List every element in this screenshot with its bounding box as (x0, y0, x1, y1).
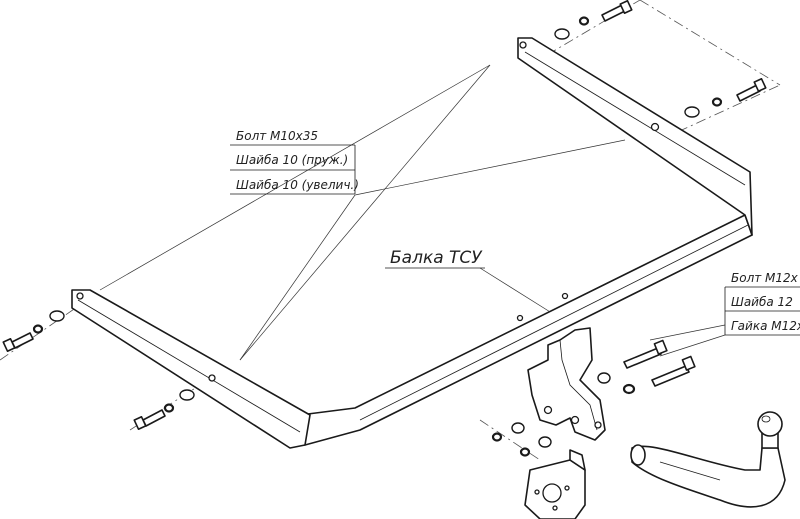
beam-left-arm (71, 289, 311, 449)
bracket-hole-2 (570, 415, 580, 425)
label-rules (230, 144, 800, 336)
bolt-head-top-2 (753, 77, 767, 93)
bracket-hole-3 (594, 421, 602, 429)
bolt-m12-head-1 (653, 339, 668, 355)
socket-plate-hole-3 (552, 505, 558, 511)
fasteners-m12 (597, 339, 696, 395)
tow-ball (757, 411, 783, 437)
beam-hole-1 (561, 292, 569, 300)
spring-washer-left-2 (163, 403, 175, 413)
fasteners-bottom (491, 422, 552, 457)
leader-line-1 (99, 64, 491, 291)
socket-plate-hole-2 (564, 485, 570, 491)
beam-edge-line (359, 224, 749, 421)
washer-top-1 (554, 28, 570, 40)
bolt-m10-left-1 (11, 332, 34, 349)
leader-line-4 (354, 139, 626, 196)
label-washer-12: Шайба 12 (731, 295, 793, 309)
bolt-head-left-2 (133, 415, 147, 431)
socket-plate-hole-1 (534, 489, 540, 495)
label-nut-m12: Гайка М12х (731, 319, 800, 333)
bolt-m12-leader-2 (659, 334, 726, 357)
nut-m12-1 (622, 383, 636, 395)
arm-hole-left-1 (76, 292, 84, 300)
spring-washer-top-1 (578, 16, 590, 26)
hook-end-cap (630, 444, 646, 466)
bracket-hole-1 (543, 405, 553, 415)
bolt-m12-head-2 (681, 355, 696, 371)
label-washer-10-spring: Шайба 10 (пруж.) (236, 153, 348, 167)
hitch-bracket (527, 327, 606, 441)
washer-left-2 (179, 389, 195, 401)
label-bolt-m12: Болт М12х (731, 271, 799, 285)
washer-top-2 (684, 106, 700, 118)
socket-plate (524, 449, 586, 519)
socket-plate-center-hole (542, 483, 562, 503)
tow-ball-highlight (761, 415, 771, 423)
label-washer-10-big: Шайба 10 (увелич.) (236, 178, 359, 192)
bolt-m12-2 (651, 365, 690, 387)
label-bolt-m10: Болт М10х35 (236, 129, 318, 143)
tow-ball-hook (630, 411, 786, 508)
washer-bottom-2 (538, 436, 552, 448)
bracket-plate (527, 327, 606, 441)
fasteners-left (2, 310, 195, 431)
beam-right-arm (517, 37, 753, 236)
arm-hole-right-2 (650, 122, 660, 132)
fasteners-top (554, 0, 767, 118)
bolt-head-left-1 (2, 337, 16, 353)
socket-plate-flange (569, 449, 586, 471)
axis-line-top-right (639, 0, 781, 86)
nut-bottom-1 (491, 432, 503, 442)
beam-main-body (299, 214, 753, 446)
bracket-edge-line (559, 339, 598, 431)
labels: Болт М10х35 Шайба 10 (пруж.) Шайба 10 (у… (236, 129, 800, 333)
arm-hole-right-1 (519, 41, 527, 49)
beam-right-arm-edge (524, 51, 746, 186)
bolt-m12-leader-1 (649, 324, 726, 341)
washer-bottom-1 (511, 422, 525, 434)
beam-leader-line (479, 267, 556, 316)
beam-left-arm-edge (77, 299, 301, 433)
washer-left-1 (49, 310, 65, 322)
hook-center-line (659, 461, 721, 481)
bolt-m10-left-2 (142, 409, 166, 427)
spring-washer-top-2 (711, 97, 723, 107)
nut-bottom-2 (519, 447, 531, 457)
leader-line-3 (239, 194, 356, 361)
bolt-head-top-1 (619, 0, 633, 15)
tow-beam (71, 37, 753, 449)
axis-line-bottom (479, 419, 541, 461)
spring-washer-left-1 (32, 324, 44, 334)
bolt-m12-1 (623, 347, 662, 369)
beam-hole-2 (516, 314, 524, 322)
leader-line-2 (239, 64, 491, 361)
label-beam: Балка ТСУ (390, 248, 483, 268)
washer-12-1 (597, 372, 611, 384)
arm-hole-left-2 (208, 374, 216, 382)
